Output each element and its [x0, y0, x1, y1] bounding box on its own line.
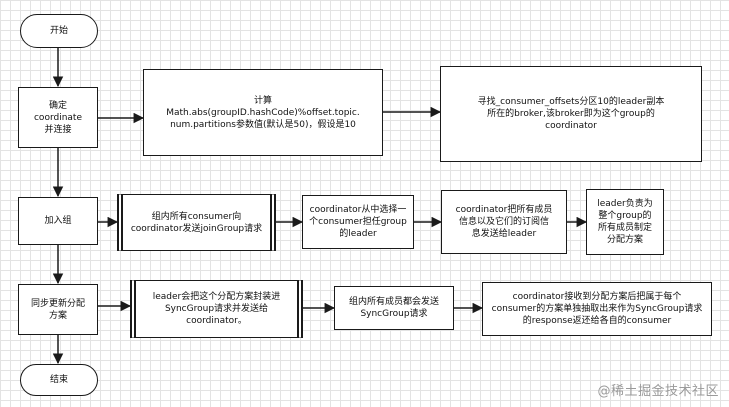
sync-update-box: 同步更新分配 方案 — [18, 284, 98, 335]
choose-leader-label: coordinator从中选择一 个consumer担任group 的leade… — [309, 205, 407, 239]
send-members-box: coordinator把所有成员 信息以及它们的订阅信 息发送给leader — [441, 190, 567, 254]
calc-partition-label: 计算 Math.abs(groupID.hashCode)%offset.top… — [166, 95, 360, 130]
locate-coordinator-box: 确定 coordinate 并连接 — [18, 87, 98, 148]
leader-plan-label: leader负责为 整个group的 所有成员制定 分配方案 — [597, 199, 653, 245]
join-group-box: 加入组 — [18, 197, 98, 245]
choose-leader-box: coordinator从中选择一 个consumer担任group 的leade… — [302, 195, 414, 249]
find-leader-broker-box: 寻找_consumer_offsets分区10的leader副本 所在的brok… — [440, 66, 702, 162]
end-label: 结束 — [49, 375, 68, 385]
locate-coordinator-label: 确定 coordinate 并连接 — [33, 100, 82, 135]
send-joingroup-label: 组内所有consumer向 coordinator发送joinGroup请求 — [130, 211, 263, 234]
end-node: 结束 — [20, 364, 98, 396]
start-label: 开始 — [49, 26, 68, 36]
watermark: @稀土掘金技术社区 — [597, 384, 719, 399]
calc-partition-box: 计算 Math.abs(groupID.hashCode)%offset.top… — [143, 69, 383, 156]
send-joingroup-box: 组内所有consumer向 coordinator发送joinGroup请求 — [117, 194, 276, 251]
start-node: 开始 — [20, 14, 98, 48]
all-members-sync-box: 组内所有成员都会发送 SyncGroup请求 — [334, 286, 454, 330]
all-members-sync-label: 组内所有成员都会发送 SyncGroup请求 — [348, 297, 439, 319]
sync-update-label: 同步更新分配 方案 — [30, 298, 85, 321]
leader-plan-box: leader负责为 整个group的 所有成员制定 分配方案 — [586, 189, 664, 255]
encap-syncgroup-label: leader会把这个分配方案封装进 SyncGroup请求并发送给 coordi… — [152, 292, 281, 326]
distribute-plan-box: coordinator接收到分配方案后把属于每个 consumer的方案单独抽取… — [482, 282, 712, 336]
distribute-plan-label: coordinator接收到分配方案后把属于每个 consumer的方案单独抽取… — [491, 292, 703, 326]
encap-syncgroup-box: leader会把这个分配方案封装进 SyncGroup请求并发送给 coordi… — [130, 280, 303, 338]
join-group-label: 加入组 — [44, 216, 72, 226]
send-members-label: coordinator把所有成员 信息以及它们的订阅信 息发送给leader — [455, 205, 553, 239]
find-leader-broker-label: 寻找_consumer_offsets分区10的leader副本 所在的brok… — [477, 97, 665, 131]
